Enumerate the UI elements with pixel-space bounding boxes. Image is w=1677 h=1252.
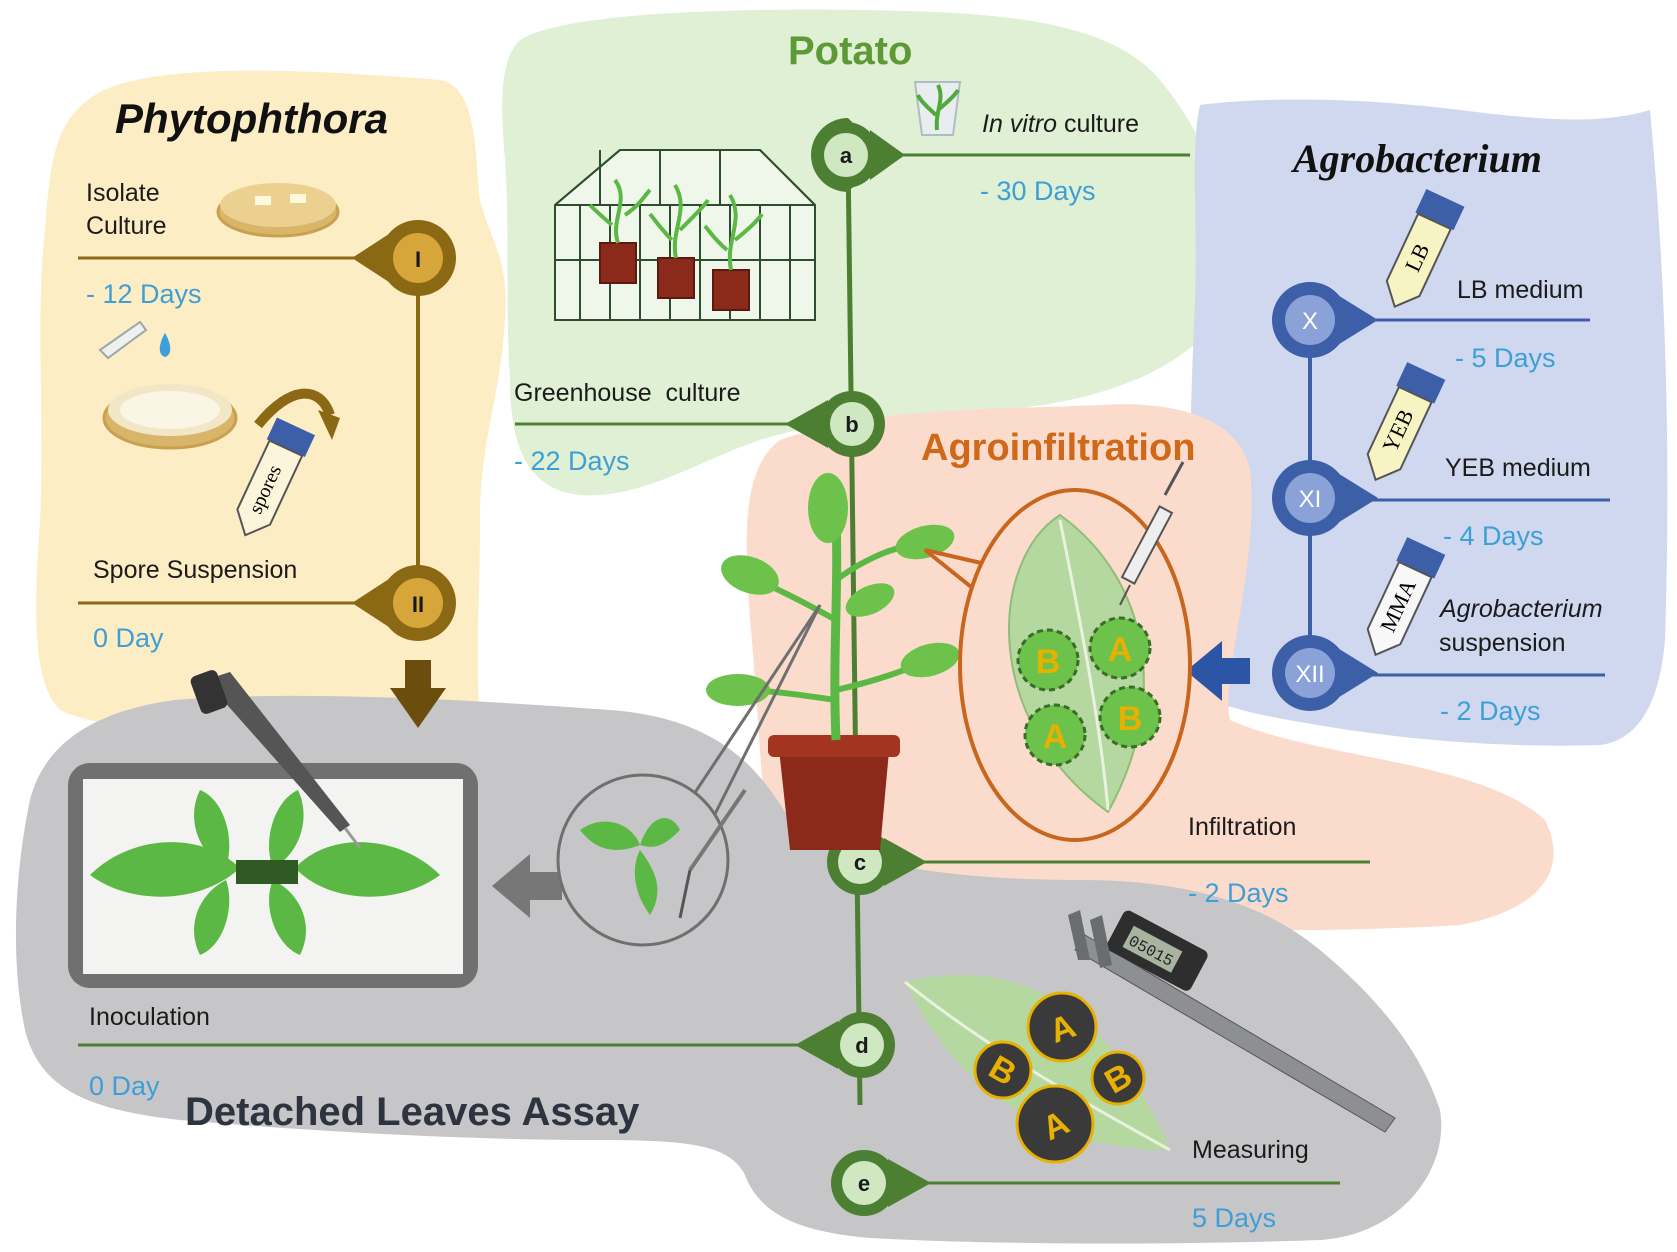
potato-node-a: a bbox=[811, 118, 905, 192]
potato-node-d: d bbox=[795, 1012, 895, 1078]
phytophthora-step-I-label-2: Culture bbox=[86, 212, 167, 240]
agrobacterium-node-XII: XII bbox=[1272, 635, 1378, 711]
infiltration-spot-2: A bbox=[1108, 631, 1133, 669]
spore-preparation-illustration bbox=[98, 320, 340, 450]
in-vitro-cup-illustration bbox=[913, 81, 962, 136]
lb-tube-illustration: LB bbox=[1385, 188, 1465, 308]
potato-step-e-label: Measuring bbox=[1192, 1136, 1309, 1164]
potato-step-a-days: - 30 Days bbox=[980, 176, 1096, 206]
potato-region bbox=[502, 9, 1236, 496]
phytophthora-step-II-label: Spore Suspension bbox=[93, 556, 297, 584]
agrobacterium-step-XII-label-1: Agrobacterium bbox=[1438, 595, 1603, 623]
agrobacterium-step-XII-label-2: suspension bbox=[1439, 629, 1565, 657]
potato-step-a-label: In vitro culture bbox=[982, 110, 1139, 138]
agrobacterium-node-X-label: X bbox=[1302, 308, 1318, 335]
potato-node-d-label: d bbox=[855, 1033, 868, 1058]
phytophthora-step-I-label-1: Isolate bbox=[86, 179, 160, 207]
potato-node-b: b bbox=[785, 391, 885, 457]
leaf-cutting-magnifier bbox=[556, 604, 822, 947]
phytophthora-step-II-days: 0 Day bbox=[93, 623, 164, 653]
measured-leaf-illustration bbox=[904, 975, 1171, 1152]
phytophthora-node-II: II bbox=[352, 565, 456, 641]
potted-plant-illustration bbox=[706, 473, 960, 850]
potato-title: Potato bbox=[788, 29, 912, 73]
phytophthora-step-I-days: - 12 Days bbox=[86, 279, 202, 309]
potato-node-a-label: a bbox=[840, 143, 853, 168]
phytophthora-node-I-label: I bbox=[415, 247, 421, 272]
arrow-left-icon bbox=[1186, 641, 1250, 701]
agroinfiltration-title: Agroinfiltration bbox=[921, 427, 1195, 469]
potato-step-b-days: - 22 Days bbox=[514, 446, 630, 476]
detached-leaves-illustration bbox=[90, 790, 440, 955]
greenhouse-illustration bbox=[554, 149, 816, 321]
spores-tube-illustration: spores bbox=[236, 417, 315, 537]
phytophthora-title: Phytophthora bbox=[115, 95, 388, 142]
agrobacterium-step-XI-days: - 4 Days bbox=[1443, 521, 1544, 551]
agrobacterium-step-XI-label: YEB medium bbox=[1445, 454, 1591, 482]
potato-node-c-label: c bbox=[854, 850, 866, 875]
agrobacterium-step-X-label: LB medium bbox=[1457, 276, 1583, 304]
potato-node-e: e bbox=[831, 1150, 931, 1216]
petri-dish-illustration bbox=[216, 183, 340, 238]
infiltration-spot-1: B bbox=[1036, 643, 1061, 681]
detached-leaves-title: Detached Leaves Assay bbox=[185, 1090, 640, 1134]
agrobacterium-step-X-days: - 5 Days bbox=[1455, 343, 1556, 373]
infiltration-spot-3: A bbox=[1043, 718, 1068, 756]
agrobacterium-node-X: X bbox=[1272, 282, 1378, 358]
caliper-icon: 05015 bbox=[1068, 910, 1396, 1133]
agrobacterium-node-XII-label: XII bbox=[1295, 661, 1324, 688]
potato-step-c-label: Infiltration bbox=[1188, 813, 1296, 841]
potato-step-d-label: Inoculation bbox=[89, 1003, 210, 1031]
arrow-left-grey-icon bbox=[492, 854, 562, 918]
potato-node-b-label: b bbox=[845, 412, 858, 437]
agroinfiltration-spots: B A A B bbox=[1016, 616, 1162, 767]
agrobacterium-title: Agrobacterium bbox=[1290, 136, 1542, 181]
agrobacterium-node-XI: XI bbox=[1272, 460, 1378, 536]
agrobacterium-node-XI-label: XI bbox=[1299, 486, 1322, 513]
potato-step-c-days: - 2 Days bbox=[1188, 878, 1289, 908]
infiltration-spot-4: B bbox=[1118, 700, 1143, 738]
phytophthora-node-I: I bbox=[352, 220, 456, 296]
arrow-down-icon bbox=[390, 660, 446, 728]
potato-node-e-label: e bbox=[858, 1171, 870, 1196]
potato-timeline-axis bbox=[845, 154, 863, 1106]
syringe-icon bbox=[1119, 461, 1185, 606]
phytophthora-node-II-label: II bbox=[412, 592, 424, 617]
agrobacterium-step-XII-days: - 2 Days bbox=[1440, 696, 1541, 726]
measure-spots: A B B A bbox=[973, 991, 1146, 1164]
pipette-icon bbox=[190, 670, 362, 849]
potato-step-e-days: 5 Days bbox=[1192, 1203, 1276, 1233]
potato-step-b-label: Greenhouse culture bbox=[514, 379, 741, 407]
potato-step-d-days: 0 Day bbox=[89, 1071, 160, 1101]
